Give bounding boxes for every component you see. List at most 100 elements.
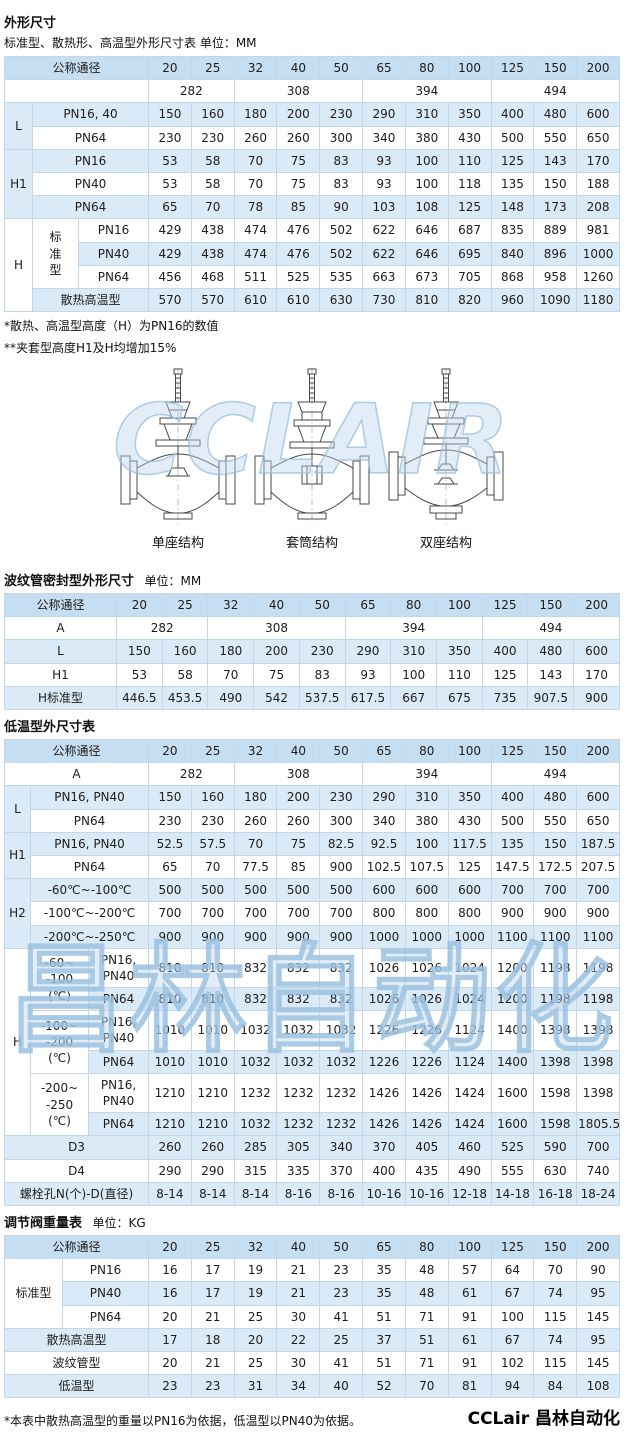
table-cell: 150 <box>116 639 163 664</box>
table-header-cell: 32 <box>207 593 255 618</box>
section2-title-text: 波纹管密封型外形尺寸 <box>4 574 135 590</box>
table-cell: 810 <box>404 287 449 313</box>
table-cell: 1010 <box>190 1010 235 1051</box>
table-cell: 1032 <box>233 1010 278 1051</box>
table-cell: 350 <box>447 785 492 810</box>
table-cell: 85 <box>276 854 321 880</box>
table-cell: 537.5 <box>298 685 346 711</box>
table-cell: 494 <box>490 762 621 787</box>
table-cell: 835 <box>490 218 535 243</box>
table-cell: 100 <box>390 662 438 687</box>
table-cell: 74 <box>533 1281 578 1306</box>
table-cell: L <box>4 102 33 150</box>
table-cell: 480 <box>533 102 578 127</box>
table-cell: PN64 <box>29 808 150 833</box>
table-header-cell: 100 <box>436 593 483 618</box>
table-cell: H2 <box>4 878 31 949</box>
table-cell: 61 <box>447 1281 492 1306</box>
table-cell: 260 <box>233 125 278 150</box>
table-cell: PN16, PN40 <box>29 785 150 810</box>
table-cell: 494 <box>481 616 621 641</box>
table-cell: 542 <box>253 685 300 711</box>
table-cell: PN64 <box>87 1049 150 1074</box>
table-cell: 1026 <box>404 947 449 989</box>
table-cell: PN16, 40 <box>31 102 150 127</box>
table-cell: 1198 <box>576 987 620 1012</box>
table-cell: 61 <box>447 1327 492 1352</box>
table-cell: 21 <box>276 1258 321 1283</box>
table-cell: 1398 <box>533 1049 578 1074</box>
table-cell: 1400 <box>490 1049 535 1074</box>
table-cell: 180 <box>233 102 278 127</box>
table-cell: 900 <box>148 924 192 949</box>
table-header-cell: 20 <box>148 55 192 81</box>
table-cell: 70 <box>190 854 235 880</box>
table-cell: 900 <box>190 924 235 949</box>
table-cell: 100 <box>404 148 449 173</box>
table-header-cell: 150 <box>533 738 578 764</box>
table-cell: 896 <box>533 241 578 266</box>
table-cell: 438 <box>190 218 235 243</box>
table-header-cell: 80 <box>404 738 449 764</box>
table-cell: 70 <box>233 171 278 197</box>
table-cell: 70 <box>190 195 235 220</box>
table-cell: 58 <box>161 662 209 687</box>
section4-title-text: 调节阀重量表 <box>4 1215 83 1231</box>
table-cell: 150 <box>148 102 192 127</box>
table-cell: 370 <box>362 1135 406 1160</box>
table-cell: 1426 <box>404 1112 449 1137</box>
table-cell: 1124 <box>447 1010 492 1051</box>
table-cell: 260 <box>276 125 321 150</box>
table-cell: PN16, PN40 <box>87 947 150 989</box>
table-cell: 800 <box>404 901 449 926</box>
table-cell: 51 <box>362 1350 406 1376</box>
table-cell: 810 <box>190 987 235 1012</box>
table-cell: H1 <box>4 662 117 687</box>
table-cell: 667 <box>390 685 438 711</box>
table-cell: 429 <box>148 241 192 266</box>
table-cell: H <box>4 218 33 313</box>
table-cell: D4 <box>3 1158 150 1183</box>
table-cell: 340 <box>362 808 406 833</box>
table-cell: 832 <box>276 947 321 989</box>
table-cell: 8-16 <box>319 1181 364 1206</box>
table-cell: 1232 <box>319 1112 364 1137</box>
table-cell: 832 <box>319 947 364 989</box>
table-cell: 695 <box>447 241 492 266</box>
diagram-label-single-seat: 单座结构 <box>151 536 204 552</box>
table-cell: 840 <box>490 241 535 266</box>
table-cell: 125 <box>447 195 492 220</box>
table-header-cell: 125 <box>490 55 535 81</box>
table-cell: 93 <box>362 171 406 197</box>
table-cell: 23 <box>190 1374 235 1399</box>
table-cell: PN64 <box>31 125 150 150</box>
table-cell: 230 <box>190 125 235 150</box>
table-cell: PN16, PN40 <box>87 1072 150 1114</box>
table-cell: 低温型 <box>3 1374 150 1399</box>
table-cell: 1032 <box>276 1049 321 1074</box>
table-cell: 1426 <box>404 1072 449 1114</box>
table-cell: 1232 <box>233 1072 278 1114</box>
table-cell: PN16 <box>61 1258 150 1283</box>
table-header-cell: 100 <box>447 738 492 764</box>
table-cell: 260 <box>276 808 321 833</box>
table-cell: PN40 <box>61 1281 150 1306</box>
table-cell: 标 准 型 <box>32 218 79 289</box>
table-cell: 474 <box>233 241 278 266</box>
table-cell: 20 <box>148 1350 192 1376</box>
table-cell: -60℃~-100℃ <box>29 878 150 903</box>
table-header-cell: 公称通径 <box>3 1234 150 1260</box>
table-cell: 85 <box>276 195 321 220</box>
table-header-cell: 80 <box>404 1234 449 1260</box>
table-cell: 100 <box>490 1304 535 1329</box>
table-header-cell: 50 <box>319 1234 364 1260</box>
table-cell: H标准型 <box>4 685 117 711</box>
table-cell: 700 <box>576 1135 620 1160</box>
